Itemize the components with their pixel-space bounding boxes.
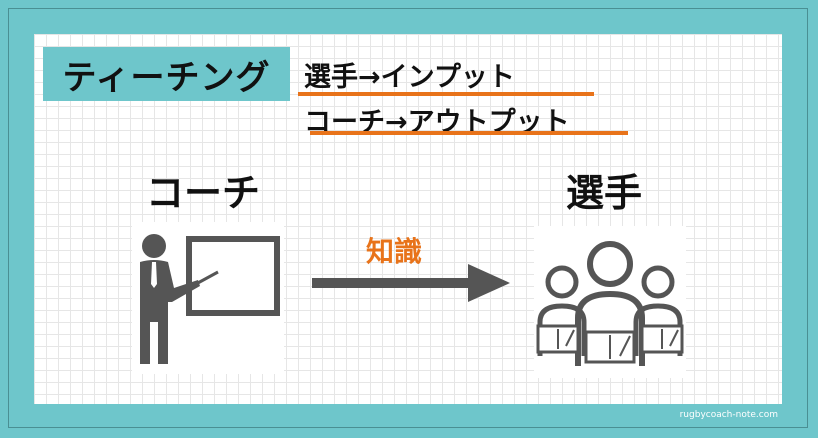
arrow-label: 知識 (366, 235, 423, 268)
coach-label: コーチ (146, 171, 261, 215)
page-title: ティーチング (62, 57, 271, 98)
player-label: 選手 (566, 171, 643, 215)
arrow-right-icon (312, 264, 510, 302)
player-input-underline (298, 92, 594, 96)
coach-icon-box (132, 222, 284, 374)
players-icon-box (534, 226, 686, 378)
title-box: ティーチング (43, 47, 290, 101)
coach-output-underline (310, 131, 628, 135)
player-input-line: 選手→インプット (304, 62, 515, 93)
watermark: rugbycoach-note.com (679, 410, 778, 420)
students-with-books-icon (536, 241, 684, 366)
teacher-at-board-icon (140, 234, 280, 364)
